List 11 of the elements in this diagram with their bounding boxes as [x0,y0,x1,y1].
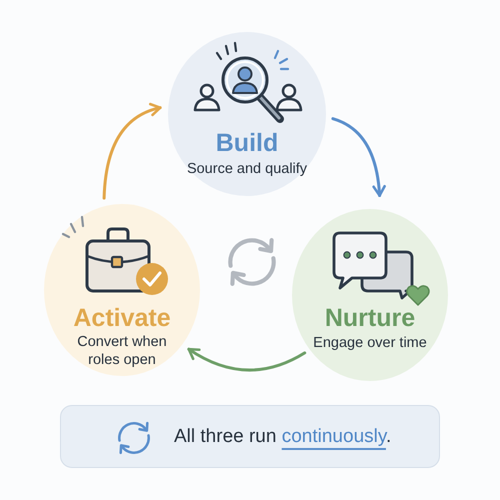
curved-arrow [331,117,386,197]
curved-arrow [102,103,162,200]
stage-description: Source and qualify [186,160,308,178]
stage-title: Activate [72,303,172,333]
curved-arrow [187,348,306,372]
summary-text: All three run continuously. [174,425,392,449]
stage-description: Engage over time [312,334,428,352]
stage-description: Convert when roles open [76,333,168,369]
stage-title: Build [214,128,280,158]
stage-title: Nurture [324,303,416,333]
summary-banner [60,405,440,468]
